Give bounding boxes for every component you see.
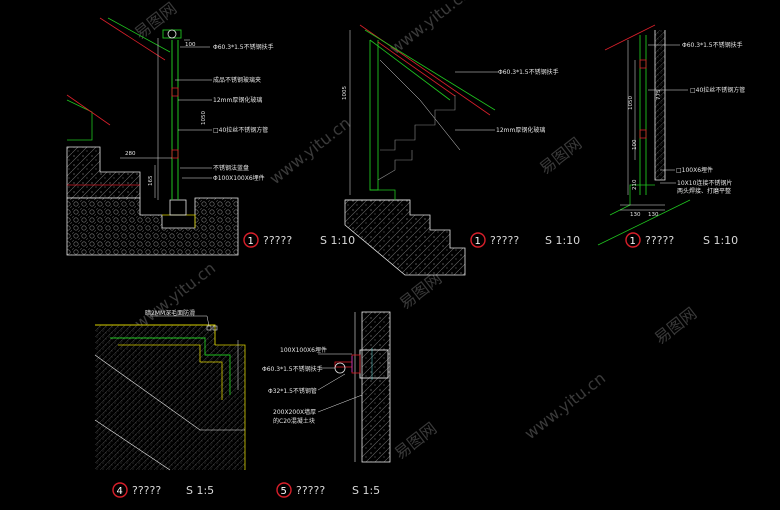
dim-text: 100	[185, 42, 196, 48]
label-glass: 12mm厚钢化玻璃	[496, 126, 545, 134]
dim-text: 210	[632, 179, 638, 190]
label-embed-plate: □100X6埋件	[676, 166, 713, 174]
watermark: 易图网	[391, 419, 441, 464]
detail-number-circle	[625, 232, 641, 248]
label-anti-slip: 暗2MM深毛面防滑	[145, 309, 195, 317]
watermark: www.yitu.cn	[521, 368, 609, 443]
dim-text: 130	[630, 212, 641, 218]
label-handrail: Φ60.3*1.5不锈钢扶手	[682, 41, 743, 49]
dim-text: 1050	[628, 96, 634, 110]
watermark: www.yitu.cn	[386, 0, 474, 58]
watermark: www.yitu.cn	[266, 113, 354, 188]
label-square-tube: □40拉丝不锈钢方管	[213, 126, 268, 134]
label-embed-plate: 100X100X6埋件	[280, 346, 327, 354]
detail-number-circle	[243, 232, 259, 248]
watermark: www.yitu.cn	[131, 258, 219, 333]
detail-5-wall-handrail: 100X100X6埋件 Φ60.3*1.5不锈钢扶手 Φ32*1.5不锈钢管 2…	[262, 311, 391, 498]
detail-number: 1	[630, 236, 636, 247]
label-connector: 10X10连接不锈钢片	[677, 179, 732, 187]
dim-text: 280	[125, 151, 136, 157]
watermark: 易图网	[131, 0, 181, 43]
label-weld-note: 两头焊接、打磨平整	[677, 187, 731, 195]
detail-number-circle	[112, 482, 128, 498]
detail-1-left: 100 1050 280 165 Φ60.3*1.5不锈钢扶手 成品不锈钢玻璃夹…	[66, 17, 355, 256]
label-flange-cover: 不锈钢法蓝盘	[213, 164, 249, 172]
detail-title: ?????	[263, 234, 292, 247]
label-concrete-block: 200X200X墙厚	[273, 408, 316, 416]
watermark: 易图网	[651, 304, 701, 349]
dim-text: 130	[648, 212, 659, 218]
label-glass-clamp: 成品不锈钢玻璃夹	[213, 76, 261, 84]
detail-scale: S 1:5	[186, 484, 214, 497]
detail-scale: S 1:10	[320, 234, 355, 247]
detail-3-right: 1050 775 100 210 130 130 Φ60.3*1.5不锈钢扶手 …	[597, 24, 745, 248]
detail-title: ?????	[132, 484, 161, 497]
dim-text: 100	[632, 139, 638, 150]
watermark: 易图网	[536, 134, 586, 179]
detail-title: ?????	[296, 484, 325, 497]
label-glass: 12mm厚钢化玻璃	[213, 96, 262, 104]
detail-2-middle: 1005 Φ60.3*1.5不锈钢扶手 12mm厚钢化玻璃 1 ????? S …	[342, 24, 580, 276]
detail-number-circle	[470, 232, 486, 248]
label-embed-plate: Φ100X100X6埋件	[213, 174, 265, 182]
dim-text: 165	[148, 175, 154, 186]
detail-number-circle	[276, 482, 292, 498]
detail-scale: S 1:10	[545, 234, 580, 247]
detail-scale: S 1:10	[703, 234, 738, 247]
detail-title: ?????	[490, 234, 519, 247]
detail-number: 1	[475, 236, 481, 247]
detail-4-stair-nosing: 暗2MM深毛面防滑 4 ????? S 1:5	[94, 309, 246, 498]
detail-number: 5	[281, 486, 287, 497]
label-concrete-block-note: 的C20混凝土块	[273, 417, 315, 425]
detail-title: ?????	[645, 234, 674, 247]
dim-text: 1005	[342, 86, 348, 100]
detail-number: 4	[117, 486, 123, 497]
label-handrail: Φ60.3*1.5不锈钢扶手	[498, 68, 559, 76]
label-steel-pipe: Φ32*1.5不锈钢管	[268, 387, 317, 395]
dim-text: 775	[656, 89, 662, 100]
detail-scale: S 1:5	[352, 484, 380, 497]
label-square-tube: □40拉丝不锈钢方管	[690, 86, 745, 94]
label-handrail: Φ60.3*1.5不锈钢扶手	[213, 43, 274, 51]
dim-text: 1050	[201, 111, 207, 125]
label-handrail: Φ60.3*1.5不锈钢扶手	[262, 365, 323, 373]
detail-number: 1	[248, 236, 254, 247]
